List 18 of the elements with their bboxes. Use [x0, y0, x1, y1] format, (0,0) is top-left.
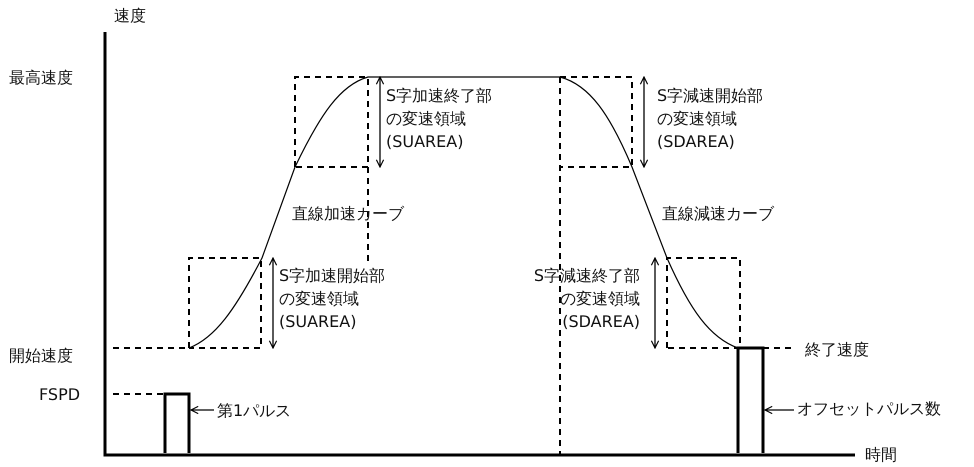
pulse-bar	[736, 346, 764, 453]
speed-level-label: 最高速度	[9, 67, 73, 89]
callout-text: 第1パルス	[217, 399, 292, 422]
speed-level-label: 終了速度	[805, 339, 869, 361]
leader-arrow	[190, 406, 214, 414]
curve-label: 直線減速カーブ	[662, 203, 774, 225]
callout-text: オフセットパルス数	[797, 397, 941, 420]
speed-level-label: FSPD	[39, 384, 80, 406]
region-label: S字減速終了部の変速領域(SDAREA)	[532, 265, 640, 333]
region-label: S字加速終了部の変速領域(SUAREA)	[386, 85, 494, 153]
speed-level-label: 開始速度	[9, 345, 73, 367]
region-label: S字加速開始部の変速領域(SUAREA)	[279, 265, 386, 333]
leader-arrow	[764, 406, 794, 414]
region-label: S字減速開始部の変速領域(SDAREA)	[657, 85, 764, 153]
pulse-bar	[164, 392, 190, 453]
axis-title: 時間	[865, 444, 897, 466]
curve-label: 直線加速カーブ	[292, 203, 404, 225]
axis-title: 速度	[114, 5, 146, 27]
